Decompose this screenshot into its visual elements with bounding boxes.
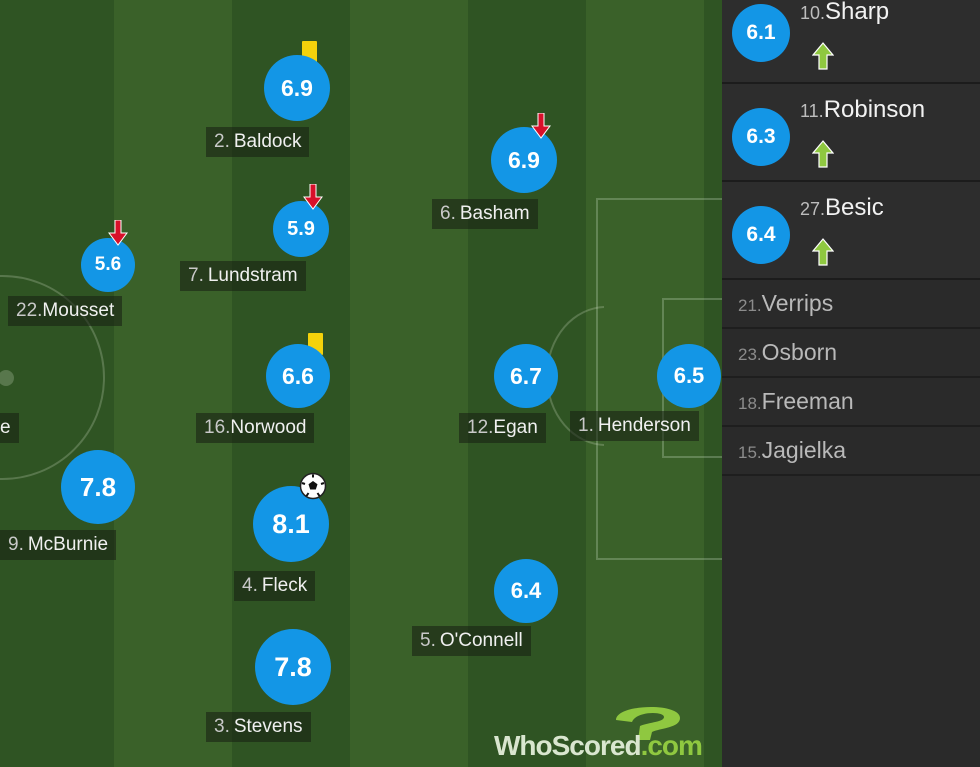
- player-name-label: 22.Mousset: [8, 296, 123, 326]
- bench-player-name: 15.Jagielka: [738, 437, 847, 463]
- bench-row-jagielka[interactable]: 15.Jagielka: [722, 427, 980, 476]
- player-name-label: 5.O'Connell: [412, 626, 531, 656]
- rating-bubble: 7.8: [255, 629, 331, 705]
- rating-bubble: 6.9: [491, 127, 557, 193]
- player-name-label: 2.Baldock: [206, 127, 310, 157]
- bench-player-name: 23.Osborn: [738, 339, 838, 365]
- player-name-label: 4.Fleck: [234, 571, 316, 601]
- rating-bubble: 5.9: [273, 201, 329, 257]
- player-name-label: 1.Henderson: [570, 411, 699, 441]
- substitute-row-sharp[interactable]: 6.1 10.Sharp: [722, 0, 980, 84]
- player-name-label: 9.McBurnie: [0, 530, 117, 560]
- green-up-arrow-icon: [812, 140, 834, 168]
- rating-bubble: 6.6: [266, 344, 330, 408]
- rating-bubble: 6.4: [494, 559, 558, 623]
- bench-player-name: 18.Freeman: [738, 388, 854, 414]
- green-up-arrow-icon: [812, 238, 834, 266]
- substitute-name: 11.Robinson: [800, 96, 926, 123]
- rating-bubble: 5.6: [81, 238, 135, 292]
- substitute-name: 27.Besic: [800, 194, 884, 221]
- player-name-label: 3.Stevens: [206, 712, 311, 742]
- bench-row-verrips[interactable]: 21.Verrips: [722, 280, 980, 329]
- player-name-label: 16.Norwood: [196, 413, 315, 443]
- substitute-row-robinson[interactable]: 6.3 11.Robinson: [722, 84, 980, 182]
- pitch-stripe: [114, 0, 232, 767]
- red-down-arrow-icon: [303, 184, 323, 210]
- player-name-label: e: [0, 413, 19, 443]
- rating-bubble: 7.8: [61, 450, 135, 524]
- red-down-arrow-icon: [108, 220, 128, 246]
- whoscored-logo: WhoScored.com: [494, 700, 714, 766]
- player-name-label: 7.Lundstram: [180, 261, 306, 291]
- logo-wordmark: WhoScored.com: [494, 730, 703, 761]
- rating-bubble: 6.7: [494, 344, 558, 408]
- green-up-arrow-icon: [812, 42, 834, 70]
- red-down-arrow-icon: [531, 113, 551, 139]
- rating-bubble: 6.5: [657, 344, 721, 408]
- center-spot: [0, 370, 14, 386]
- bench-row-osborn[interactable]: 23.Osborn: [722, 329, 980, 378]
- pitch: [0, 0, 722, 767]
- rating-bubble: 6.9: [264, 55, 330, 121]
- substitute-row-besic[interactable]: 6.4 27.Besic: [722, 182, 980, 280]
- player-name-label: 6.Basham: [432, 199, 538, 229]
- player-name-label: 12.Egan: [459, 413, 546, 443]
- question-mark-logo-icon: [616, 706, 680, 740]
- rating-bubble: 6.3: [732, 108, 790, 166]
- substitutes-panel: 6.1 10.Sharp 6.3 11.Robinson 6.4 27.Besi…: [722, 0, 980, 767]
- bench-row-freeman[interactable]: 18.Freeman: [722, 378, 980, 427]
- substitute-name: 10.Sharp: [800, 0, 890, 25]
- rating-bubble: 6.4: [732, 206, 790, 264]
- soccer-ball-icon: [299, 472, 327, 500]
- rating-bubble: 6.1: [732, 4, 790, 62]
- bench-player-name: 21.Verrips: [738, 290, 834, 316]
